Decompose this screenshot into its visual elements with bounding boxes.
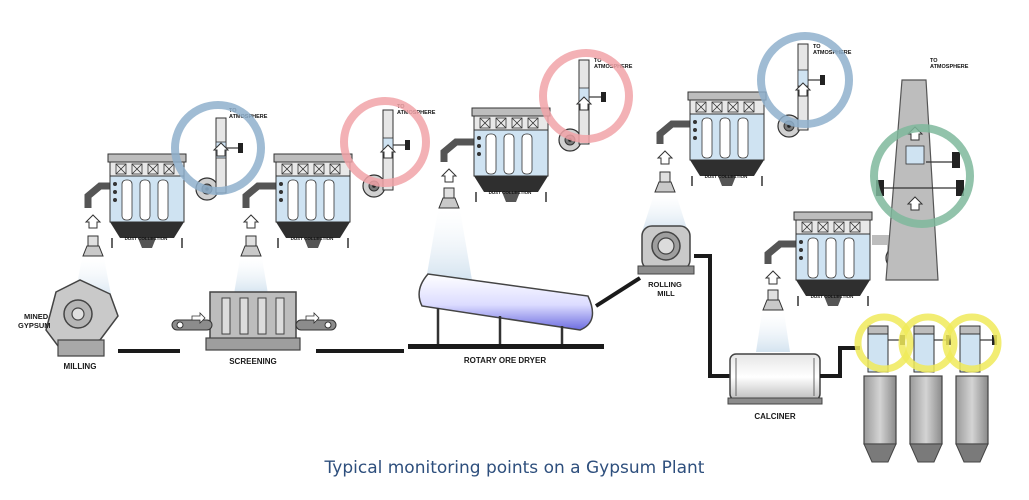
calciner-intake-hood: [762, 289, 784, 311]
milling-stage: DUST COLLECTION TO ATMOSPHERE MINED GYPS…: [18, 101, 268, 371]
to-atmosphere-label-4: TO ATMOSPHERE: [813, 44, 852, 56]
calciner-drum: [727, 353, 823, 405]
screening-stage: DUST COLLECTION TO ATMOSPHERE SCREENING: [171, 97, 436, 366]
silo-group: [854, 313, 1002, 463]
dust-collection-label-2: DUST COLLECTION: [291, 236, 334, 241]
dust-collection-label-1: DUST COLLECTION: [125, 236, 168, 241]
dust-collector-4: [687, 91, 767, 187]
rolling-mill-intake-beam: [642, 194, 688, 232]
up-arrow-icon: [657, 150, 673, 165]
up-arrow-icon: [243, 214, 259, 229]
silo-2: [898, 313, 958, 463]
screening-intake-hood: [240, 235, 262, 257]
rotary-ore-dryer-label: ROTARY ORE DRYER: [464, 356, 546, 365]
dust-collection-label-4: DUST COLLECTION: [705, 174, 748, 179]
rotary-dryer-stage: DUST COLLECTION TO ATMOSPHERE ROTARY ORE…: [408, 49, 633, 365]
milling-intake-hood: [82, 235, 104, 257]
milling-label: MILLING: [64, 362, 97, 371]
screening-label: SCREENING: [229, 357, 277, 366]
monitoring-ring-red-2: [539, 49, 633, 143]
silo-1: [854, 313, 914, 463]
conveyor-link-2: [316, 349, 404, 353]
rolling-mill-intake-hood: [654, 171, 676, 193]
rolling-mill-label: ROLLING MILL: [648, 280, 684, 298]
rolling-mill-stage: DUST COLLECTION TO ATMOSPHERE ROLLING MI…: [637, 32, 853, 298]
rotary-dryer-drum: [408, 273, 604, 349]
conveyor-link-3: [594, 276, 642, 308]
conveyor-link-5: [820, 346, 860, 378]
calciner-label: CALCINER: [754, 412, 796, 421]
dust-collector-5: [793, 211, 873, 307]
monitoring-ring-blue-1: [171, 101, 265, 195]
monitoring-ring-green: [870, 124, 974, 228]
probe-icon: [588, 91, 607, 103]
to-atmosphere-label-5: TO ATMOSPHERE: [930, 58, 969, 70]
screening-intake-beam: [234, 258, 268, 294]
monitoring-ring-red-1: [340, 97, 430, 187]
main-exhaust-stack: [885, 79, 939, 281]
milling-machine: [45, 279, 119, 357]
silo-3: [942, 313, 1002, 463]
mined-gypsum-label: MINED GYPSUM: [18, 312, 51, 330]
conveyor-link-4: [694, 254, 730, 378]
diagram-caption: Typical monitoring points on a Gypsum Pl…: [324, 458, 705, 478]
probe-icon: [807, 74, 826, 86]
dust-collector-3: [471, 107, 551, 203]
up-arrow-icon: [441, 168, 457, 183]
dryer-intake-hood: [438, 187, 460, 209]
monitoring-ring-blue-2: [757, 32, 853, 128]
dust-collection-label-3: DUST COLLECTION: [489, 190, 532, 195]
dust-collector-1: [107, 153, 187, 249]
monitoring-ring-yellow-3: [942, 313, 1002, 373]
dryer-intake-beam: [426, 210, 472, 280]
probe-icon: [392, 139, 411, 151]
monitoring-ring-yellow-2: [898, 313, 958, 373]
dust-collection-label-5: DUST COLLECTION: [811, 294, 854, 299]
stack-probe-lower: [876, 180, 964, 196]
calciner-intake-beam: [756, 312, 790, 352]
up-arrow-icon: [765, 270, 781, 285]
stack-probe-upper: [926, 152, 960, 168]
monitoring-ring-yellow-1: [854, 313, 914, 373]
screening-machine: [171, 291, 337, 351]
probe-icon: [225, 142, 244, 154]
up-arrow-icon: [85, 214, 101, 229]
dust-collector-2: [273, 153, 353, 249]
conveyor-link-1: [118, 349, 180, 353]
rolling-mill-machine: [637, 225, 695, 275]
main-stack-stage: TO ATMOSPHERE: [870, 58, 974, 281]
